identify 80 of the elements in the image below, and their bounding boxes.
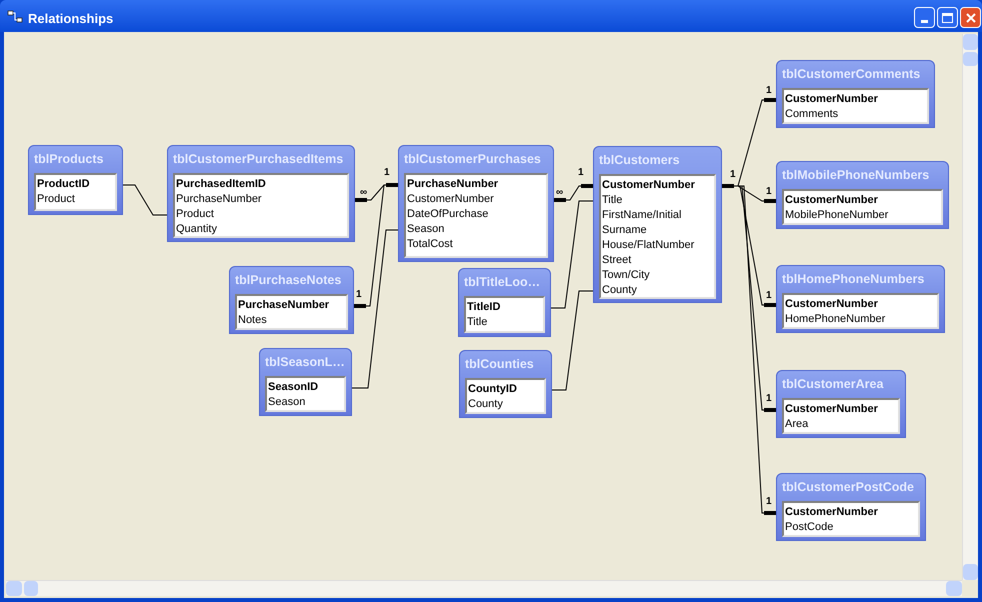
- field-name: PurchaseNumber: [406, 177, 500, 192]
- table-box: [458, 268, 551, 337]
- cardinality-label: 1: [356, 290, 362, 300]
- field-name: TotalCost: [406, 237, 454, 252]
- field-name: CustomerNumber: [784, 505, 879, 520]
- table-box: [398, 145, 554, 262]
- table-box: [28, 145, 123, 215]
- table-box: [167, 145, 355, 242]
- field-name: Title: [601, 193, 624, 208]
- table-name: tblCustomers: [599, 152, 681, 169]
- field-name: Title: [466, 315, 488, 330]
- relationship-line: [550, 200, 594, 308]
- field-name: Season: [406, 222, 446, 237]
- field-name: CustomerNumber: [784, 297, 879, 312]
- table-box: [776, 161, 949, 229]
- cardinality-label: 1: [766, 394, 772, 404]
- field-name: CustomerNumber: [784, 92, 879, 107]
- field-name: CustomerNumber: [784, 402, 879, 417]
- cardinality-label: 1: [730, 170, 736, 180]
- field-name: Street: [601, 253, 632, 268]
- field-name: CustomerNumber: [406, 192, 495, 207]
- relationship-line: [554, 184, 594, 202]
- field-name: Season: [267, 395, 306, 410]
- table-box: [229, 266, 354, 334]
- cardinality-label: ∞: [556, 188, 564, 198]
- cardinality-label: ∞: [360, 188, 368, 198]
- field-name: CustomerNumber: [601, 178, 696, 193]
- field-name: TitleID: [466, 300, 502, 315]
- field-name: CountyID: [467, 382, 518, 397]
- field-name: Area: [784, 417, 810, 432]
- field-name: HomePhoneNumber: [784, 312, 886, 327]
- table-box: [459, 350, 552, 418]
- field-name: Product: [36, 192, 76, 207]
- table-box: [776, 60, 935, 128]
- field-name: CustomerNumber: [784, 193, 879, 208]
- field-name: Notes: [237, 313, 268, 328]
- field-name: Comments: [784, 107, 840, 122]
- table-name: tblProducts: [34, 151, 104, 168]
- table-name: tblCounties: [465, 356, 535, 373]
- table-box: [259, 348, 352, 416]
- table-name: tblCustomerPurchasedItems: [173, 151, 344, 168]
- table-name: tblTitleLoo…: [464, 274, 542, 291]
- field-name: DateOfPurchase: [406, 207, 490, 222]
- table-name: tblMobilePhoneNumbers: [782, 167, 930, 184]
- table-name: tblHomePhoneNumbers: [782, 271, 926, 288]
- table-name: tblCustomerArea: [782, 376, 884, 393]
- window-title: Relationships: [28, 10, 114, 28]
- cardinality-label: 1: [766, 291, 772, 301]
- field-name: PurchaseNumber: [237, 298, 330, 313]
- cardinality-label: 1: [766, 86, 772, 96]
- cardinality-label: 1: [578, 168, 584, 178]
- cardinality-label: 1: [766, 187, 772, 197]
- cardinality-label: 1: [766, 497, 772, 507]
- field-name: House/FlatNumber: [601, 238, 696, 253]
- field-name: County: [467, 397, 504, 412]
- table-name: tblCustomerPostCode: [782, 479, 915, 496]
- table-name: tblCustomerComments: [782, 66, 922, 83]
- field-name: Town/City: [601, 268, 651, 283]
- cardinality-label: 1: [384, 168, 390, 178]
- table-name: tblPurchaseNotes: [235, 272, 342, 289]
- table-name: tblSeasonL…: [265, 354, 346, 371]
- field-name: FirstName/Initial: [601, 208, 682, 223]
- field-name: PostCode: [784, 520, 834, 535]
- field-name: Product: [175, 207, 215, 222]
- table-box: [776, 265, 945, 333]
- relationship-line: [352, 230, 398, 388]
- table-name: tblCustomerPurchases: [404, 151, 542, 168]
- field-name: Surname: [601, 223, 648, 238]
- field-name: PurchasedItemID: [175, 177, 267, 192]
- field-name: ProductID: [36, 177, 91, 192]
- relationship-line: [552, 290, 594, 390]
- field-name: Quantity: [175, 222, 218, 237]
- field-name: SeasonID: [267, 380, 320, 395]
- table-box: [776, 370, 906, 438]
- field-name: PurchaseNumber: [175, 192, 263, 207]
- table-box: [593, 146, 722, 303]
- table-box: [776, 473, 926, 541]
- field-name: MobilePhoneNumber: [784, 208, 890, 223]
- relationship-line: [122, 184, 168, 216]
- field-name: County: [601, 283, 638, 298]
